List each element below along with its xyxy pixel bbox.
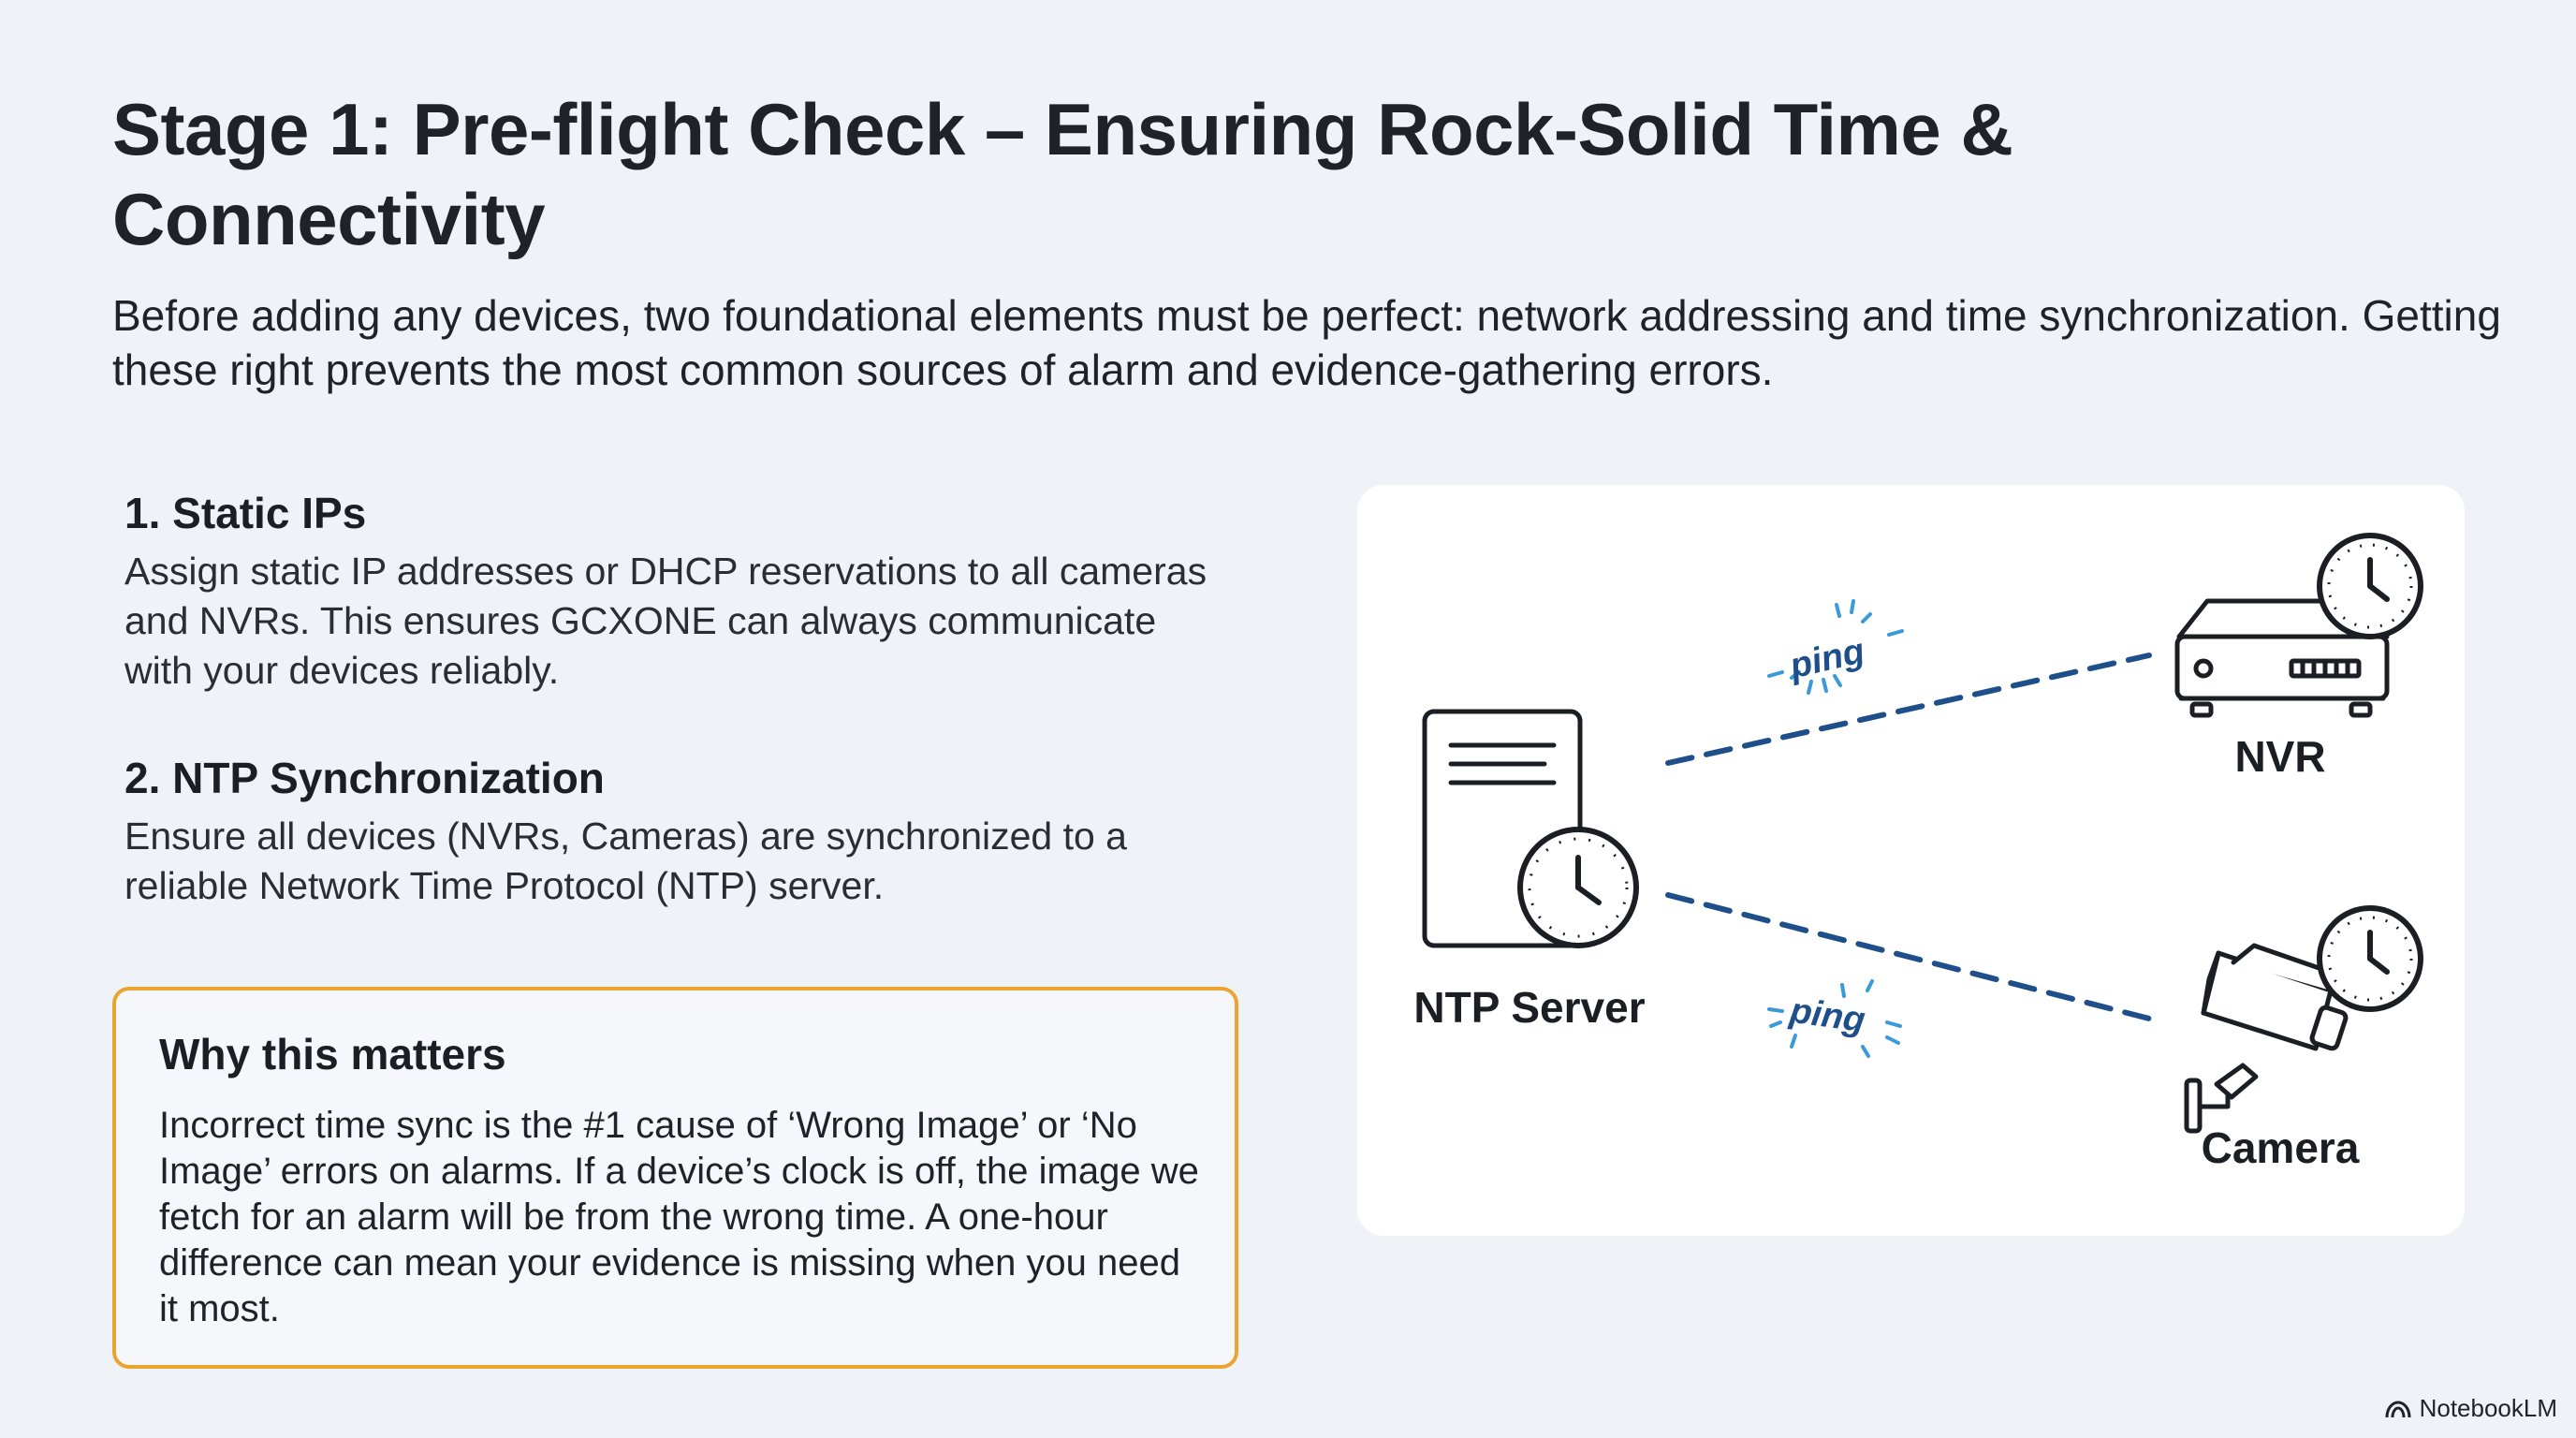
notebooklm-logo-icon [2385, 1400, 2411, 1417]
camera-label: Camera [2202, 1123, 2360, 1172]
clock-icon [2317, 905, 2423, 1012]
link-server-camera [1665, 892, 2152, 1021]
network-diagram: ping ping [1357, 485, 2465, 1236]
link-server-nvr [1665, 653, 2152, 766]
brand-name: NotebookLM [2419, 1394, 2557, 1422]
nvr-label: NVR [2234, 732, 2325, 781]
ntp-server-label: NTP Server [1413, 983, 1645, 1032]
section-ntp-sync: 2. NTP Synchronization Ensure all device… [124, 752, 1229, 911]
ping-label-2: ping [1767, 979, 1902, 1058]
clock-icon [1517, 827, 1639, 948]
ping-burst-icon [1767, 979, 1902, 1058]
why-this-matters-callout: Why this matters Incorrect time sync is … [112, 987, 1238, 1369]
section-heading: 1. Static IPs [124, 489, 367, 537]
section-body: Ensure all devices (NVRs, Cameras) are s… [124, 814, 1127, 907]
page-title: Stage 1: Pre-flight Check – Ensuring Roc… [112, 88, 2013, 260]
diagram-canvas: ping ping [1413, 533, 2423, 1172]
callout-body: Incorrect time sync is the #1 cause of ‘… [159, 1105, 1199, 1329]
section-heading: 2. NTP Synchronization [124, 754, 605, 802]
clock-icon [2317, 533, 2423, 639]
section-static-ips: 1. Static IPs Assign static IP addresses… [124, 487, 1229, 696]
ping-text: ping [1787, 990, 1867, 1040]
ping-label-1: ping [1767, 599, 1904, 695]
ping-text: ping [1785, 631, 1868, 686]
section-body: Assign static IP addresses or DHCP reser… [124, 550, 1208, 692]
brand-watermark: NotebookLM [2384, 1394, 2557, 1423]
callout-heading: Why this matters [159, 1030, 506, 1078]
ping-burst-icon [1767, 599, 1904, 695]
intro-paragraph: Before adding any devices, two foundatio… [112, 291, 2501, 394]
